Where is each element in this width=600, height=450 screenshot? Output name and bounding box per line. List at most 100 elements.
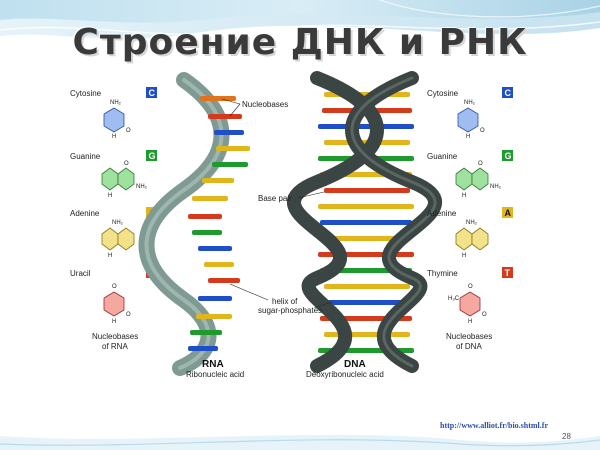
svg-text:H: H (462, 253, 466, 259)
svg-text:O: O (124, 161, 129, 167)
dna-nucleobases-panel: Cytosine C NH₂ O H Guanine G O NH₂ H Ade… (427, 87, 513, 351)
svg-text:H: H (108, 253, 112, 259)
svg-text:NH₂: NH₂ (110, 100, 122, 106)
rna-base (212, 162, 248, 167)
rna-cytosine-label: Cytosine (70, 89, 102, 98)
top-wave-line (0, 21, 600, 36)
svg-text:NH₂: NH₂ (490, 184, 502, 190)
dna-cytosine-letter: C (505, 88, 512, 98)
rna-panel-caption-2: of RNA (102, 342, 128, 351)
rna-base (208, 278, 240, 283)
rna-base (204, 262, 234, 267)
dna-thymine-label: Thymine (427, 269, 458, 278)
svg-text:O: O (126, 128, 131, 134)
rna-label: RNA (202, 359, 224, 370)
rna-guanine-label: Guanine (70, 152, 101, 161)
dna-panel-caption-1: Nucleobases (446, 332, 492, 341)
guanine-molecule-icon: O NH₂ H (101, 161, 148, 199)
svg-text:O: O (468, 284, 473, 290)
dna-rna-figure: Cytosine C NH₂ O H Guanine G O NH₂ H Ade… (62, 70, 522, 380)
rna-base (196, 314, 232, 319)
dna-base-pair (324, 236, 410, 241)
rna-base (208, 114, 242, 119)
uracil-molecule-icon: O O H (103, 284, 131, 325)
svg-text:O: O (482, 312, 487, 318)
page-number: 28 (562, 432, 571, 441)
source-link[interactable]: http://www.alliot.fr/bio.shtml.fr (440, 421, 548, 430)
figure-callouts: Nucleobases Base pair helix of sugar-pho… (221, 98, 333, 315)
svg-text:O: O (480, 128, 485, 134)
adenine-molecule-icon: NH₂ H (101, 220, 135, 259)
svg-text:H: H (462, 193, 466, 199)
svg-text:H: H (466, 134, 470, 140)
callout-helix-1: helix of (272, 297, 298, 306)
svg-text:H: H (108, 193, 112, 199)
dna-thymine-badge (502, 267, 513, 278)
rna-strand (138, 72, 250, 376)
rna-cytosine-badge (146, 87, 157, 98)
svg-text:NH₂: NH₂ (464, 100, 476, 106)
svg-text:NH₂: NH₂ (112, 220, 124, 226)
callout-helix-2: sugar-phosphates (258, 306, 322, 315)
dna-thymine-letter: T (505, 268, 511, 278)
callout-nucleobases: Nucleobases (242, 100, 288, 109)
bottom-wave (0, 434, 600, 450)
dna-sublabel: Deoxyribonucleic acid (306, 370, 384, 379)
rna-uracil-label: Uracil (70, 269, 91, 278)
rna-base (198, 296, 232, 301)
cytosine-molecule-icon: NH₂ O H (457, 100, 485, 140)
guanine-molecule-icon: O NH₂ H (455, 161, 502, 199)
rna-base (198, 246, 232, 251)
dna-base-pair (320, 220, 412, 225)
dna-cytosine-label: Cytosine (427, 89, 459, 98)
dna-base-pair (318, 204, 414, 209)
top-wave-line-2 (379, 0, 600, 18)
dna-base-pair (324, 188, 410, 193)
bottom-wave-line (0, 439, 600, 447)
dna-label: DNA (344, 359, 366, 370)
dna-base-pair (324, 284, 410, 289)
rna-sublabel: Ribonucleic acid (186, 370, 244, 379)
rna-base (216, 146, 250, 151)
rna-cytosine-letter: C (149, 88, 156, 98)
dna-panel-caption-2: of DNA (456, 342, 482, 351)
thymine-molecule-icon: H₃C O O H (448, 284, 487, 325)
svg-text:H: H (112, 319, 116, 325)
adenine-molecule-icon: NH₂ H (455, 220, 489, 259)
rna-adenine-label: Adenine (70, 209, 100, 218)
svg-text:O: O (126, 312, 131, 318)
rna-base (188, 346, 218, 351)
dna-adenine-label: Adenine (427, 209, 457, 218)
rna-base (200, 96, 236, 101)
dna-cytosine-badge (502, 87, 513, 98)
dna-double-helix (287, 71, 442, 373)
svg-text:H₃C: H₃C (448, 296, 460, 302)
svg-text:NH₂: NH₂ (136, 184, 148, 190)
dna-base-pair (318, 124, 414, 129)
dna-base-pair (324, 332, 410, 337)
dna-backbone-strand-1 (287, 71, 384, 373)
rna-base (190, 330, 222, 335)
rna-base (192, 196, 228, 201)
dna-guanine-label: Guanine (427, 152, 458, 161)
dna-guanine-badge (502, 150, 513, 161)
rna-base (192, 230, 222, 235)
rna-base (214, 130, 244, 135)
dna-base-pair (318, 300, 414, 305)
svg-text:H: H (468, 319, 472, 325)
rna-panel-caption-1: Nucleobases (92, 332, 138, 341)
dna-adenine-letter: A (505, 208, 512, 218)
slide-title: Строение ДНК и РНК (72, 22, 528, 63)
dna-adenine-badge (502, 207, 513, 218)
callout-base-pair: Base pair (258, 194, 292, 203)
top-wave-front (0, 0, 600, 23)
svg-text:H: H (112, 134, 116, 140)
rna-base (188, 214, 222, 219)
svg-text:O: O (112, 284, 117, 290)
svg-text:NH₂: NH₂ (466, 220, 478, 226)
dna-guanine-letter: G (505, 151, 512, 161)
rna-guanine-letter: G (149, 151, 156, 161)
svg-text:O: O (478, 161, 483, 167)
rna-guanine-badge (146, 150, 157, 161)
